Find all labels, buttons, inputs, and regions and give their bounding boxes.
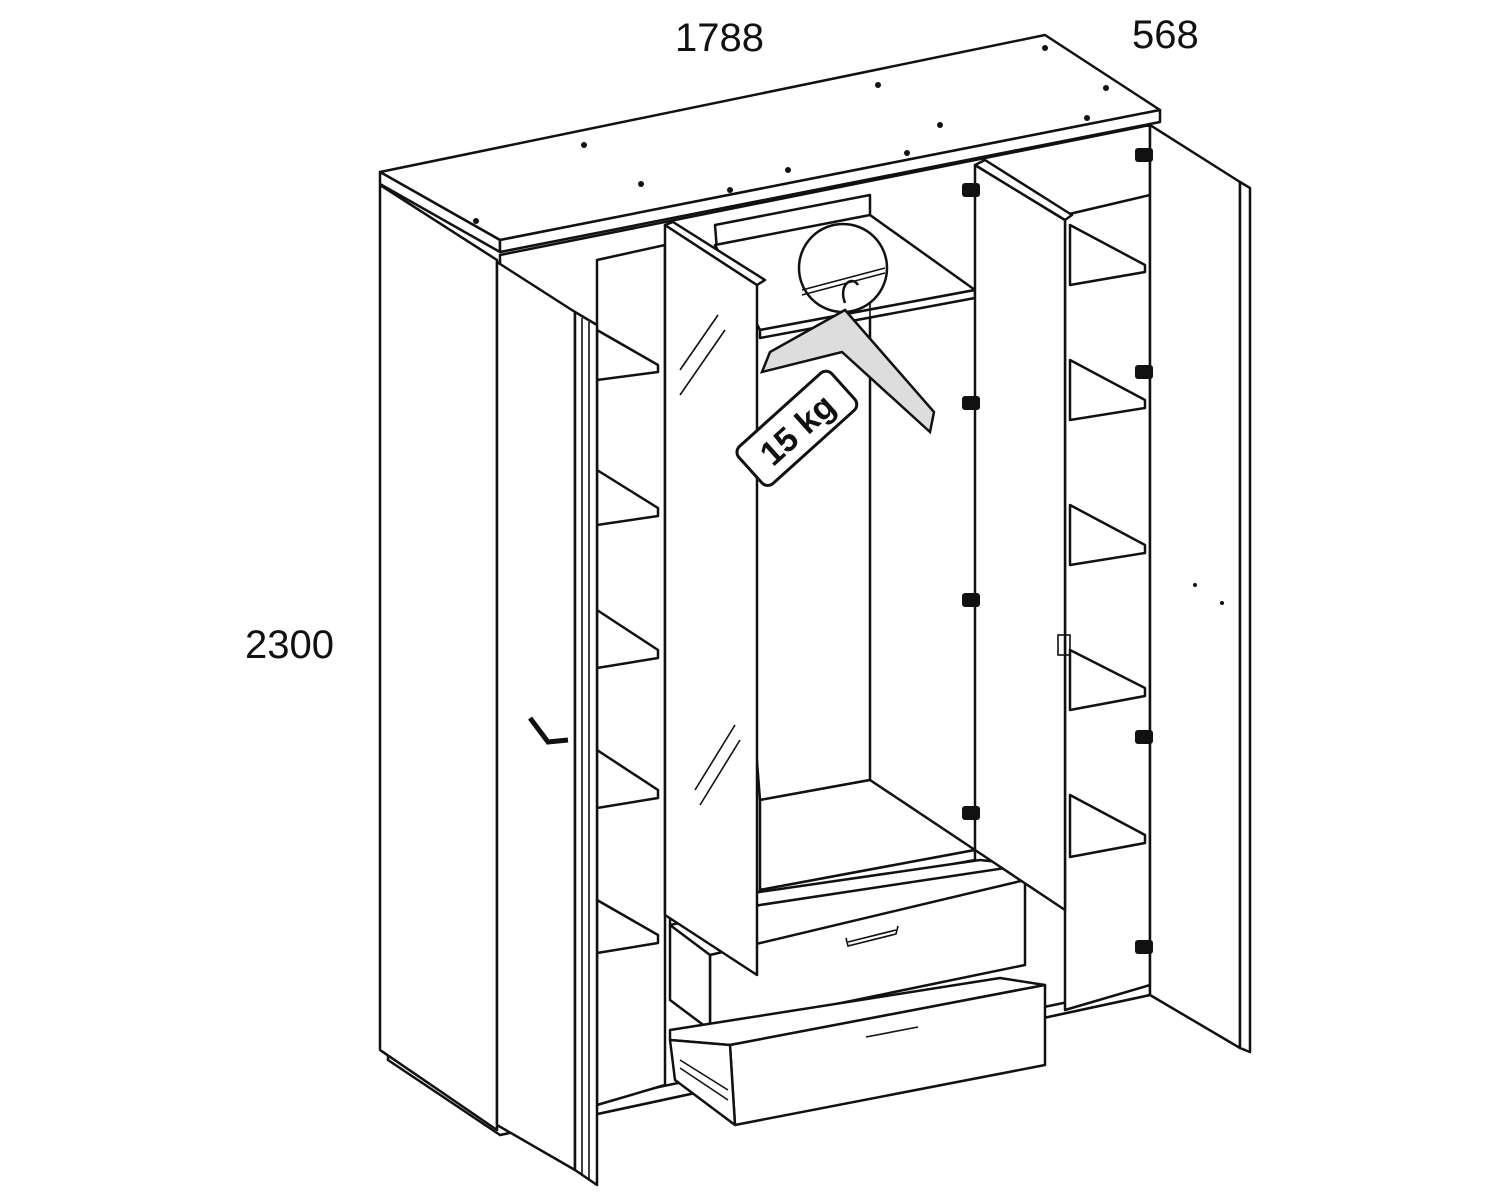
width-dimension-label: 1788 [675,16,764,60]
depth-dimension-label: 568 [1132,13,1199,57]
right-shelves [1063,193,1152,1012]
drawer-handle-upper [845,925,899,947]
top-panel-holes [473,45,1109,224]
left-door[interactable] [495,260,599,1187]
mirror-reflection-marks [679,314,741,806]
hanger-icon [759,279,936,435]
left-door-handle [528,716,569,745]
right-inner-door[interactable] [973,158,1074,912]
height-dimension-label: 2300 [245,623,334,667]
drawer-handle-lower [865,1026,919,1038]
left-shelves [595,243,667,1107]
hinge-icons [962,148,1153,954]
door-latch [1057,634,1071,656]
load-tag: 15 kg [735,369,859,487]
mirror-door[interactable] [663,220,767,977]
drawer-lower[interactable] [668,976,1047,1127]
right-outer-door[interactable] [1148,123,1252,1054]
